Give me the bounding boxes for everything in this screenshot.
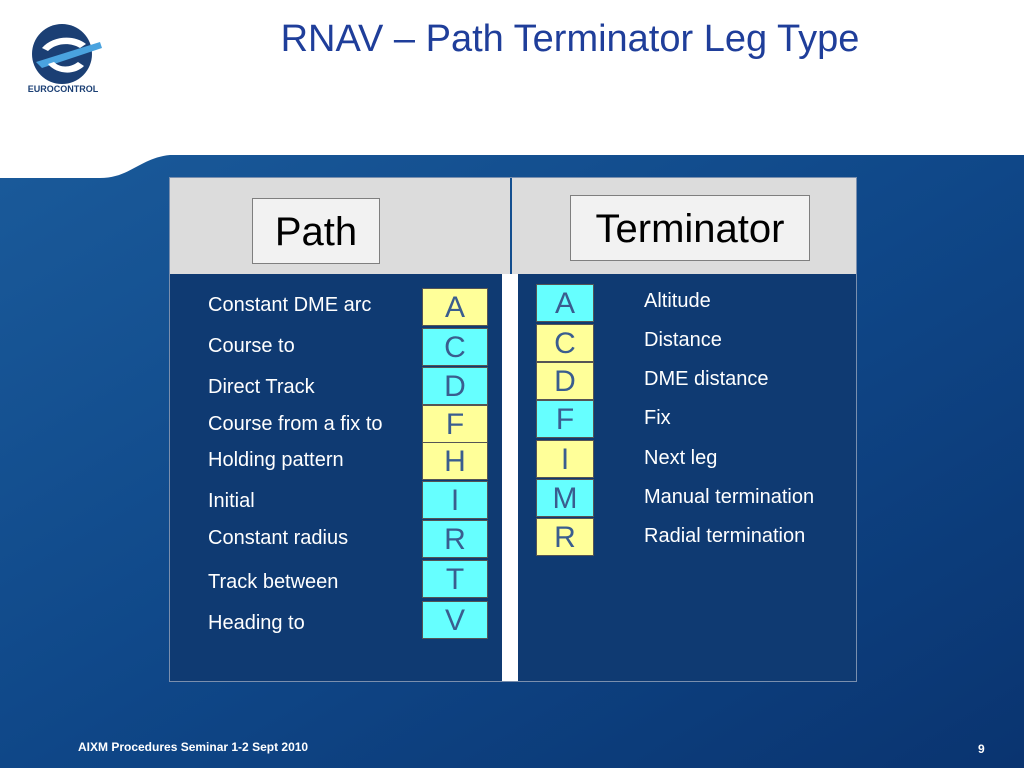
term-code-r: R [536, 518, 594, 556]
path-code-t: T [422, 560, 488, 598]
path-label-constant-radius: Constant radius [208, 527, 349, 549]
term-code-a: A [536, 284, 594, 322]
eurocontrol-logo-icon [32, 24, 102, 84]
path-label-track-between: Track between [208, 571, 339, 593]
term-code-f: F [536, 400, 594, 438]
path-code-d: D [422, 367, 488, 405]
term-label-dme-distance: DME distance [644, 368, 769, 390]
terminator-header: Terminator [570, 195, 810, 261]
logo-text: EUROCONTROL [27, 84, 99, 94]
path-code-h: H [422, 442, 488, 480]
path-code-v: V [422, 601, 488, 639]
term-code-m: M [536, 479, 594, 517]
path-label-holding-pattern: Holding pattern [208, 449, 344, 471]
page-number: 9 [978, 742, 985, 756]
path-code-c: C [422, 328, 488, 366]
path-label-heading-to: Heading to [208, 612, 305, 634]
term-label-manual-termination: Manual termination [644, 486, 815, 508]
term-label-next-leg: Next leg [644, 447, 718, 469]
path-label-course-to: Course to [208, 335, 295, 357]
term-code-c: C [536, 324, 594, 362]
path-label-course-from-fix: Course from a fix to [208, 413, 383, 435]
term-code-i: I [536, 440, 594, 478]
path-header: Path [252, 198, 380, 264]
term-code-d: D [536, 362, 594, 400]
leg-type-table [169, 177, 857, 682]
term-label-radial-termination: Radial termination [644, 525, 806, 547]
path-code-i: I [422, 481, 488, 519]
path-label-constant-dme-arc: Constant DME arc [208, 294, 372, 316]
path-code-f: F [422, 405, 488, 443]
path-label-direct-track: Direct Track [208, 376, 315, 398]
footer-text: AIXM Procedures Seminar 1-2 Sept 2010 [78, 740, 309, 754]
path-label-initial: Initial [208, 490, 255, 512]
path-code-r: R [422, 520, 488, 558]
term-label-altitude: Altitude [644, 290, 711, 312]
slide-title: RNAV – Path Terminator Leg Type [280, 18, 860, 60]
column-divider [502, 274, 518, 682]
term-label-fix: Fix [644, 407, 671, 429]
path-code-a: A [422, 288, 488, 326]
term-label-distance: Distance [644, 329, 722, 351]
